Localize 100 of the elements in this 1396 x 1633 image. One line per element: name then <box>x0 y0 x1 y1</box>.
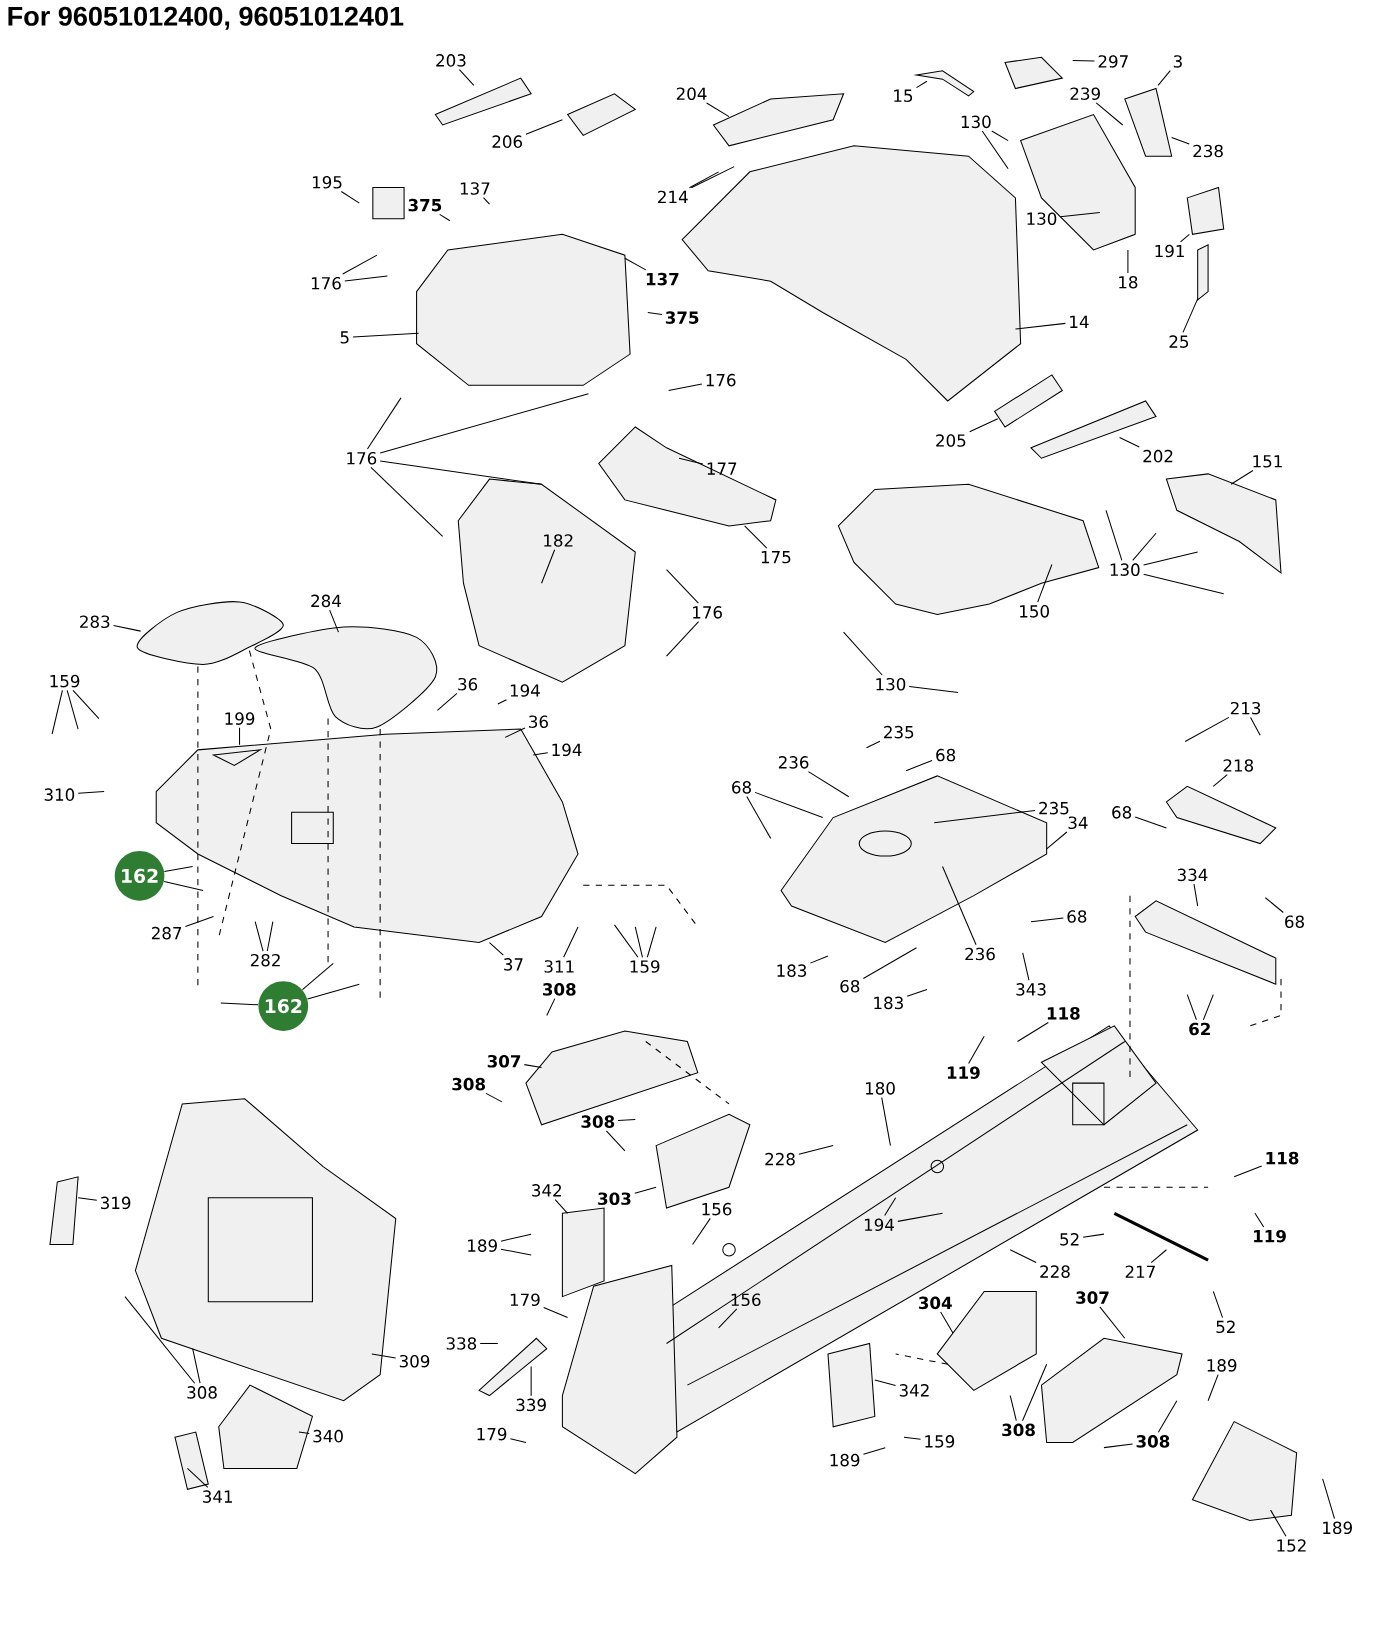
callout-number: 152 <box>1277 1539 1306 1552</box>
leader-line <box>969 418 999 433</box>
callout-number: 218 <box>1223 759 1254 772</box>
leader-line <box>479 1342 499 1344</box>
leader-line <box>546 998 556 1016</box>
callout-number: 235 <box>1039 801 1069 815</box>
callout-number: 156 <box>702 1202 732 1216</box>
callout-number: 176 <box>347 451 377 465</box>
leader-line <box>532 752 549 756</box>
callout-number: 282 <box>251 953 280 967</box>
callout-number: 284 <box>311 594 342 608</box>
callout-number: 297 <box>1098 55 1128 68</box>
callout-number: 283 <box>80 615 110 629</box>
leader-line <box>51 689 64 735</box>
leader-line <box>1022 1363 1048 1422</box>
leader-line <box>940 1311 954 1334</box>
callout-number: 309 <box>400 1354 430 1368</box>
leader-line <box>72 689 100 720</box>
leader-line <box>903 1436 922 1440</box>
callout-number: 308 <box>1136 1435 1170 1448</box>
leader-line <box>164 866 194 872</box>
leader-line <box>267 921 274 952</box>
callout-number: 130 <box>1110 563 1140 576</box>
callout-number: 319 <box>101 1196 131 1210</box>
callout-number: 308 <box>1002 1423 1036 1437</box>
callout-number: 68 <box>1112 806 1132 819</box>
callout-number: 179 <box>477 1427 507 1441</box>
leader-line <box>968 1035 985 1064</box>
callout-number: 176 <box>706 373 736 387</box>
callout-number: 183 <box>777 964 807 977</box>
callout-number: 118 <box>1048 1007 1080 1020</box>
callout-number: 68 <box>936 748 956 762</box>
leader-line <box>342 254 378 275</box>
leader-line <box>647 926 657 958</box>
callout-number: 308 <box>581 1115 615 1128</box>
leader-line <box>1254 1212 1265 1228</box>
leader-line <box>341 190 361 204</box>
leader-line <box>163 881 204 891</box>
leader-line <box>808 771 850 798</box>
leader-line <box>666 621 700 657</box>
leader-line <box>1157 70 1171 86</box>
leader-line <box>302 962 334 991</box>
leader-line <box>124 1296 196 1384</box>
callout-number: 159 <box>925 1435 955 1448</box>
leader-line <box>863 947 918 979</box>
callout-number: 206 <box>492 135 523 148</box>
leader-line <box>634 1186 657 1194</box>
callout-number: 119 <box>1254 1229 1287 1243</box>
leader-line <box>1105 509 1123 561</box>
leader-line <box>866 740 881 749</box>
callout-number: 36 <box>458 677 478 691</box>
leader-line <box>874 1379 897 1386</box>
leader-line <box>916 80 928 89</box>
callout-number: 189 <box>830 1453 860 1467</box>
leader-line <box>614 924 639 958</box>
leader-line <box>718 1308 738 1329</box>
callout-number: 341 <box>203 1490 233 1503</box>
leader-line <box>1184 716 1230 743</box>
leader-line <box>1134 816 1168 829</box>
leader-line <box>298 1431 310 1434</box>
callout-number: 236 <box>965 947 996 961</box>
callout-number: 239 <box>1070 87 1101 101</box>
leader-line <box>863 1447 886 1455</box>
leader-line <box>370 466 444 537</box>
callout-badge: 162 <box>114 851 165 901</box>
leader-line <box>1082 1233 1105 1238</box>
leader-line <box>1150 1249 1168 1264</box>
leader-line <box>185 915 215 927</box>
callout-number: 307 <box>488 1054 521 1068</box>
leader-line <box>530 1365 532 1397</box>
callout-number: 176 <box>312 276 342 290</box>
callout-number: 213 <box>1231 701 1261 715</box>
leader-line <box>497 699 508 705</box>
callout-number: 25 <box>1169 335 1189 348</box>
leader-line <box>439 213 451 222</box>
leader-line <box>1132 532 1157 561</box>
leader-line <box>510 1438 527 1443</box>
leader-line <box>437 692 458 711</box>
callout-number: 217 <box>1125 1265 1156 1278</box>
leader-line <box>1119 436 1141 448</box>
callout-number: 150 <box>1020 605 1050 618</box>
leader-line <box>1270 1509 1287 1537</box>
callout-number: 68 <box>1067 910 1087 923</box>
leader-line <box>647 311 663 316</box>
callout-number: 151 <box>1253 455 1282 468</box>
leader-line <box>379 460 543 485</box>
leader-line <box>617 1119 637 1122</box>
leader-line <box>1182 298 1199 333</box>
callout-number: 179 <box>511 1293 540 1307</box>
callout-number: 228 <box>765 1152 796 1166</box>
callout-number: 5 <box>340 331 349 344</box>
leader-line <box>1030 917 1065 923</box>
leader-line <box>113 625 142 632</box>
callout-number: 159 <box>630 960 660 973</box>
callout-number: 175 <box>762 551 791 564</box>
leader-line <box>239 727 241 746</box>
callout-number: 339 <box>516 1398 547 1412</box>
leader-line <box>1072 59 1096 62</box>
leader-line <box>1009 1395 1018 1422</box>
leader-line <box>933 809 1036 824</box>
